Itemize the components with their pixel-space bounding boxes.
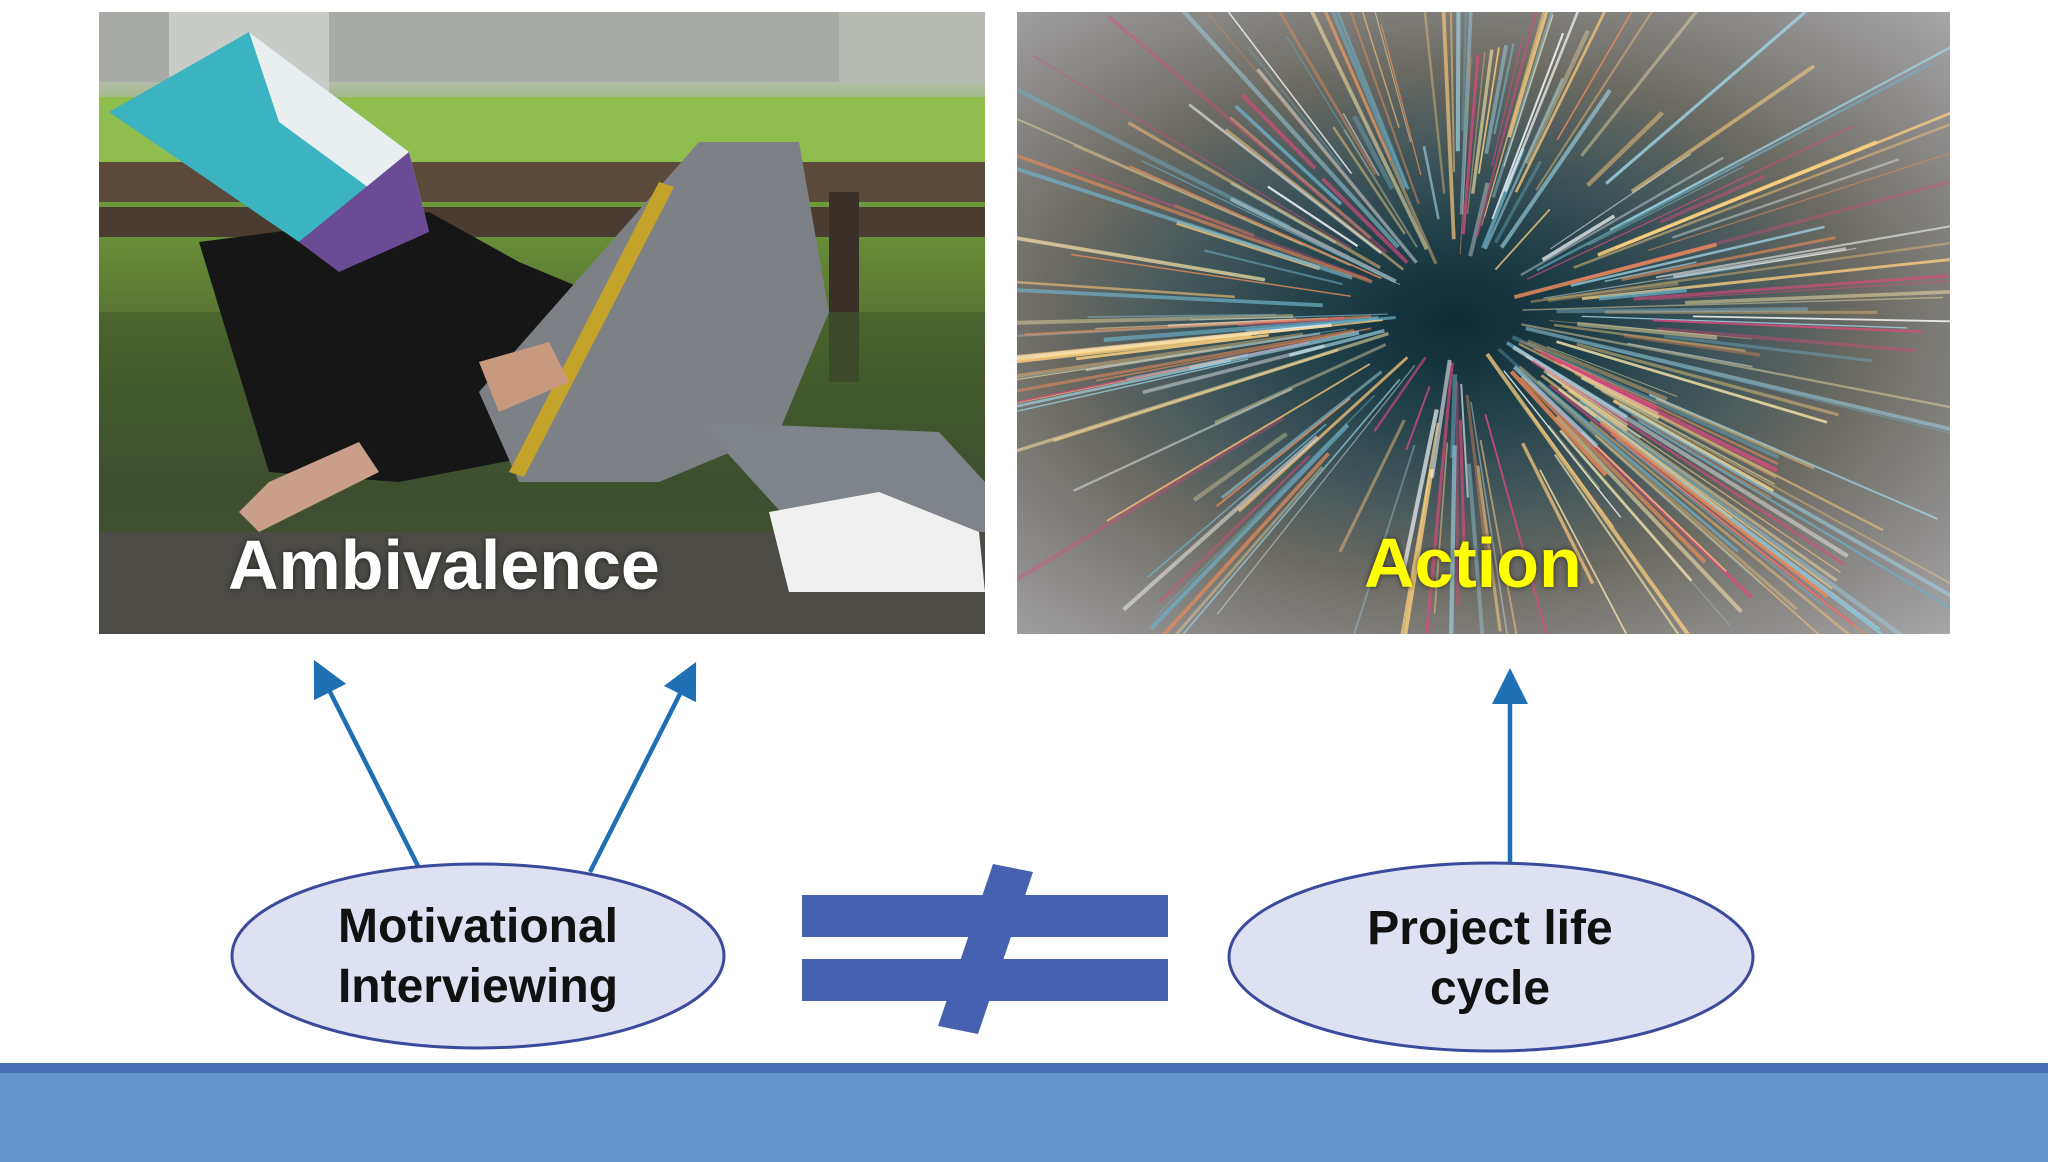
project-life-cycle-line2: cycle (1230, 959, 1750, 1019)
arrow-mi-to-ambivalence-left (322, 676, 418, 866)
not-equal-icon (802, 864, 1168, 1034)
footer-band (0, 1063, 2048, 1162)
motivational-interviewing-line1: Motivational (230, 897, 726, 957)
motivational-interviewing-label: Motivational Interviewing (230, 897, 726, 1017)
motivational-interviewing-line2: Interviewing (230, 957, 726, 1017)
project-life-cycle-line1: Project life (1230, 899, 1750, 959)
arrow-mi-to-ambivalence-right (590, 678, 688, 872)
project-life-cycle-label: Project life cycle (1230, 899, 1750, 1019)
